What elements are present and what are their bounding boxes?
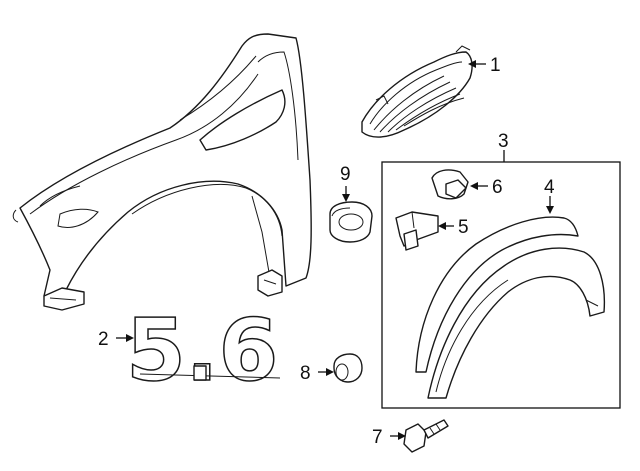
- callout-5: 5: [458, 217, 469, 238]
- callout-6: 6: [492, 177, 503, 198]
- grommet: [333, 353, 363, 383]
- engine-size-emblem: 5.6: [125, 300, 281, 402]
- molding-clip: [395, 211, 439, 251]
- callout-7: 7: [372, 427, 383, 448]
- callout-8: 8: [300, 363, 311, 384]
- callout-4: 4: [544, 177, 555, 198]
- retainer-clip: [431, 169, 469, 200]
- screw: [403, 419, 449, 453]
- fender-vent-grille: [361, 45, 473, 138]
- plug: [329, 201, 373, 243]
- kit-boundary-box: [381, 161, 621, 409]
- emblem-text: 5.6: [126, 301, 278, 401]
- callout-2: 2: [98, 329, 109, 350]
- callout-numbers: 1 2 3 4 5 6 7 8 9: [98, 55, 555, 448]
- leader-lines: [116, 60, 554, 440]
- callout-1: 1: [490, 55, 501, 76]
- front-fender: [12, 33, 312, 311]
- callout-9: 9: [340, 164, 351, 185]
- callout-3: 3: [498, 131, 509, 152]
- wheel-arch-flare: [415, 216, 606, 399]
